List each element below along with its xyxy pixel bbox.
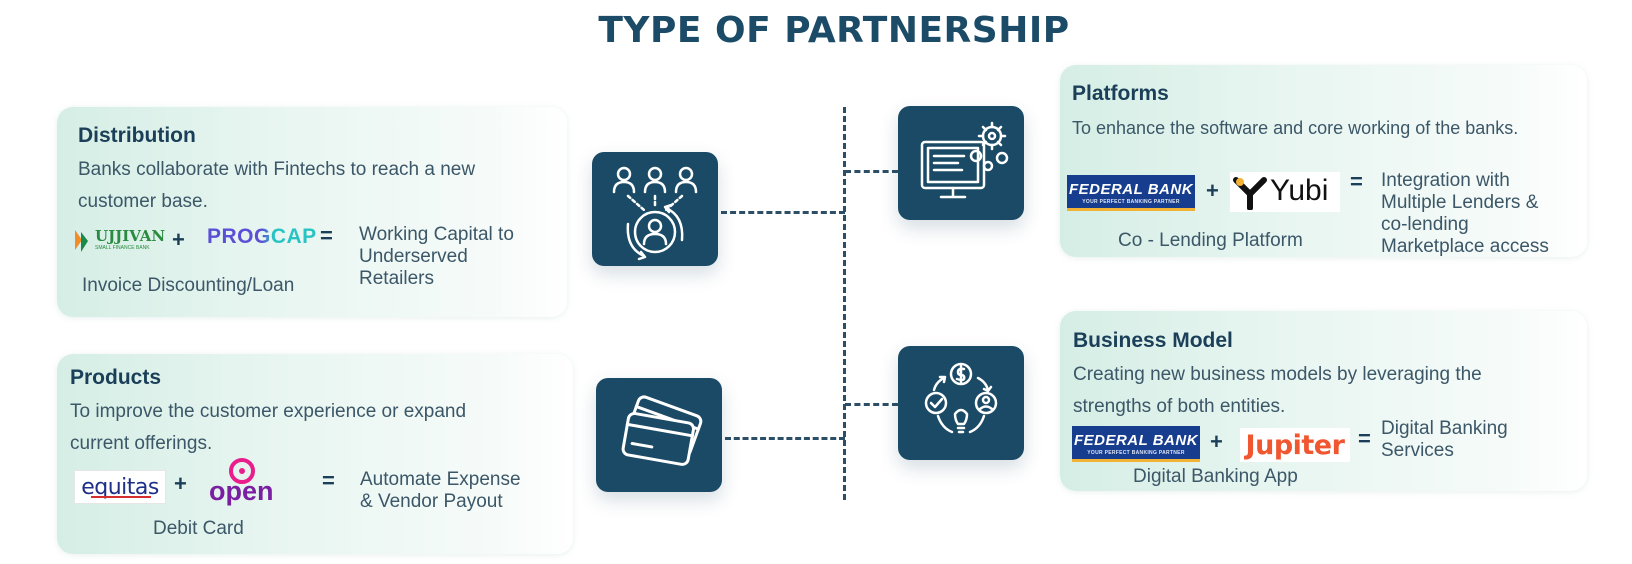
yubi-logo: Yubi [1230, 172, 1340, 212]
ujjivan-logo: UJJIVAN SMALL FINANCE BANK [73, 226, 166, 256]
ujjivan-logo-tagline: SMALL FINANCE BANK [95, 245, 150, 251]
jupiter-logo-name: Jupiter [1245, 429, 1345, 461]
distribution-equals: = [320, 223, 333, 248]
equitas-logo-name: equitas [81, 474, 159, 500]
platforms-result-line1: Integration with [1381, 170, 1510, 191]
jupiter-logo: Jupiter [1240, 428, 1350, 462]
federal-bank-logo-business: FEDERAL BANK YOUR PERFECT BANKING PARTNE… [1072, 426, 1200, 462]
products-description-line1: To improve the customer experience or ex… [70, 401, 467, 422]
products-description-line2: current offerings. [70, 433, 213, 454]
platforms-card: Platforms To enhance the software and co… [1060, 65, 1587, 257]
federal-bank-logo-tagline: YOUR PERFECT BANKING PARTNER [1082, 199, 1180, 205]
distribution-description-line2: customer base. [78, 191, 208, 212]
products-heading: Products [70, 366, 162, 389]
platforms-hub-icon [898, 106, 1024, 220]
customer-network-icon [612, 166, 698, 261]
business-cycle-icon [924, 362, 998, 434]
products-hub-icon [596, 378, 722, 492]
federal-bank-logo-name: FEDERAL BANK [1068, 181, 1194, 198]
distribution-caption: Invoice Discounting/Loan [82, 275, 295, 296]
platforms-result-line2: Multiple Lenders & [1381, 192, 1539, 213]
distribution-description-line1: Banks collaborate with Fintechs to reach… [78, 159, 476, 180]
connector-products [725, 437, 845, 440]
page-title: TYPE OF PARTNERSHIP [598, 10, 1070, 51]
progcap-logo: PROGCAP [207, 223, 316, 251]
federal-bank-logo-stripe [1072, 459, 1200, 462]
equitas-logo-underline [91, 496, 151, 498]
federal-bank-logo-tagline: YOUR PERFECT BANKING PARTNER [1087, 450, 1185, 456]
distribution-result-line2: Underserved [359, 246, 468, 267]
business-model-result-line2: Services [1381, 440, 1454, 461]
platforms-result-line3: co-lending [1381, 214, 1469, 235]
products-equals: = [322, 468, 335, 493]
platforms-heading: Platforms [1072, 82, 1169, 105]
distribution-heading: Distribution [78, 124, 196, 147]
distribution-result-line3: Retailers [359, 268, 434, 289]
ujjivan-logo-name: UJJIVAN [95, 227, 166, 245]
business-model-plus: + [1210, 429, 1223, 454]
open-logo: open [207, 458, 277, 508]
platforms-equals: = [1350, 169, 1363, 194]
products-result-line1: Automate Expense [360, 469, 521, 490]
distribution-card: Distribution Banks collaborate with Fint… [57, 107, 567, 317]
federal-bank-logo-platforms: FEDERAL BANK YOUR PERFECT BANKING PARTNE… [1067, 175, 1195, 211]
equitas-logo: equitas [74, 470, 166, 504]
progcap-logo-name: PROGCAP [207, 225, 317, 248]
distribution-result-line1: Working Capital to [359, 224, 514, 245]
business-model-equals: = [1358, 426, 1371, 451]
products-result-line2: & Vendor Payout [360, 491, 503, 512]
business-model-caption: Digital Banking App [1133, 466, 1298, 487]
business-model-description-line1: Creating new business models by leveragi… [1073, 364, 1482, 385]
yubi-logo-name: Yubi [1270, 174, 1329, 207]
yubi-logo-mark [1233, 177, 1267, 210]
connector-platforms [845, 170, 898, 173]
products-card: Products To improve the customer experie… [57, 354, 573, 554]
federal-bank-logo-name: FEDERAL BANK [1073, 432, 1199, 449]
platforms-result-line4: Marketplace access [1381, 236, 1549, 257]
computer-gears-icon [920, 121, 1009, 199]
business-model-description-line2: strengths of both entities. [1073, 396, 1286, 417]
products-caption: Debit Card [153, 518, 244, 539]
business-model-result-line1: Digital Banking [1381, 418, 1508, 439]
distribution-hub-icon [592, 152, 718, 266]
federal-bank-logo-stripe [1067, 208, 1195, 211]
products-plus: + [174, 471, 187, 496]
business-model-hub-icon [898, 346, 1024, 460]
open-logo-name: open [209, 476, 274, 506]
platforms-caption: Co - Lending Platform [1118, 230, 1303, 251]
business-model-card: Business Model Creating new business mod… [1060, 311, 1587, 491]
credit-cards-icon [621, 395, 703, 466]
connector-business-model [845, 403, 898, 406]
business-model-heading: Business Model [1073, 329, 1233, 352]
connector-vertical-line [843, 107, 846, 500]
platforms-plus: + [1206, 178, 1219, 203]
distribution-plus: + [172, 227, 185, 252]
ujjivan-logo-mark [75, 230, 88, 252]
open-logo-mark [229, 458, 255, 484]
connector-distribution [721, 211, 845, 214]
platforms-description: To enhance the software and core working… [1072, 118, 1519, 138]
